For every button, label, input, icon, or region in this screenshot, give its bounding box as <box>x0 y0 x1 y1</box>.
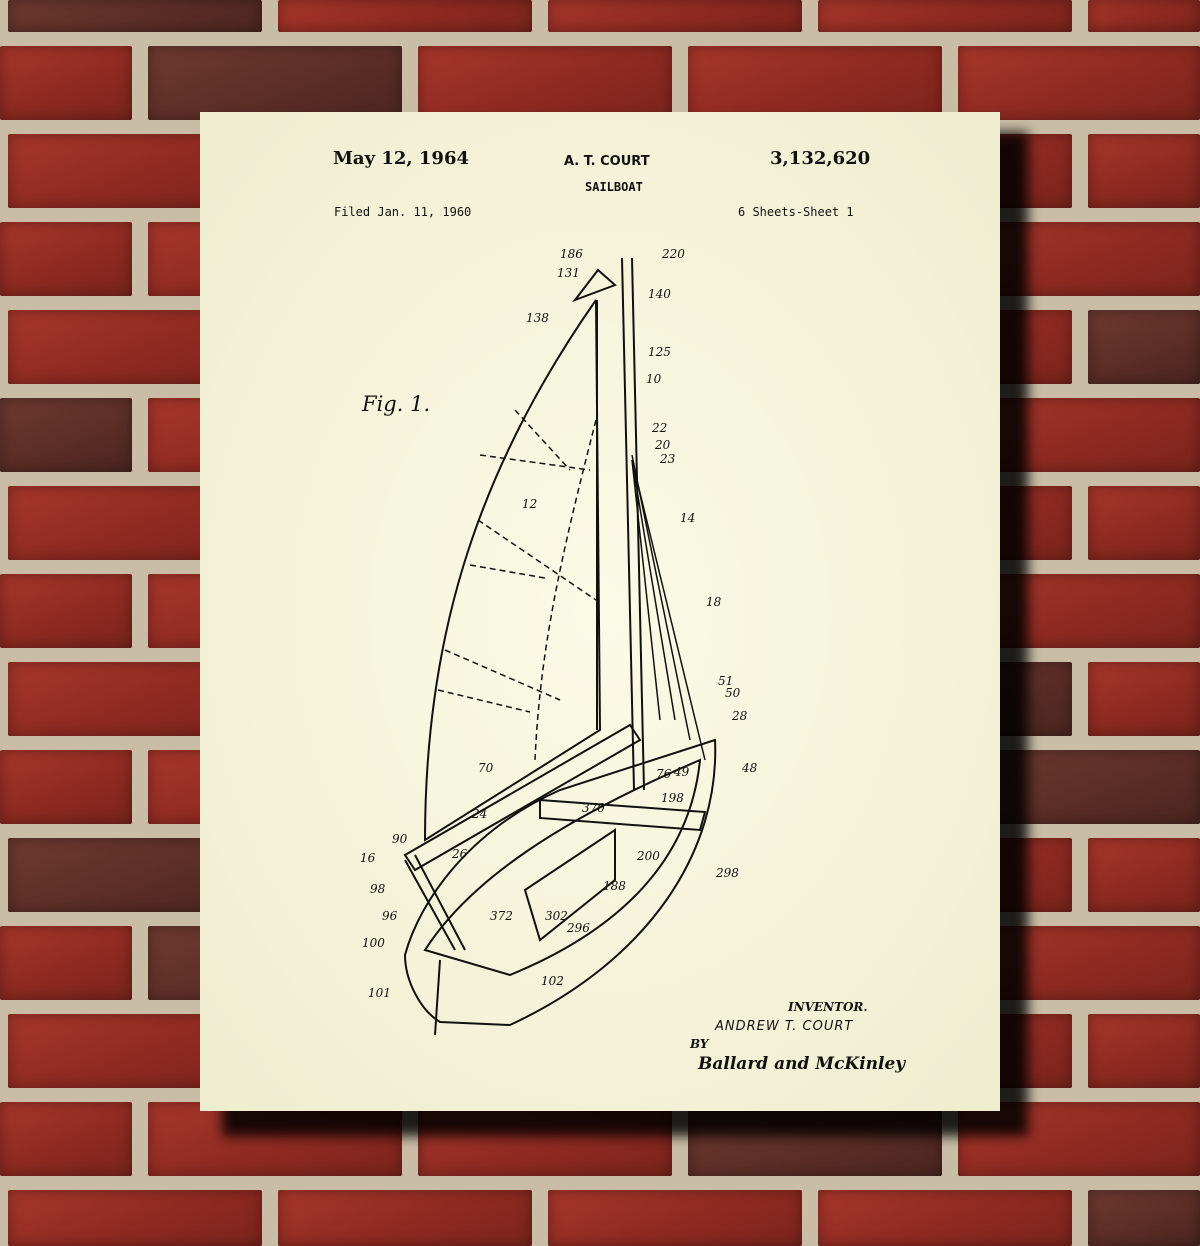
reference-numeral: 125 <box>648 345 671 359</box>
brick <box>8 0 262 32</box>
reference-numeral: 131 <box>557 266 580 280</box>
patent-date: May 12, 1964 <box>333 148 469 169</box>
brick <box>0 222 132 296</box>
brick <box>1088 486 1200 560</box>
reference-numeral: 51 <box>718 674 733 688</box>
reference-numeral: 370 <box>582 801 605 815</box>
reference-numeral: 138 <box>526 311 549 325</box>
inventor-name: ANDREW T. COURT <box>715 1019 854 1034</box>
brick <box>1088 1190 1200 1246</box>
pennant <box>572 268 617 303</box>
reference-numeral: 12 <box>522 497 537 511</box>
brick <box>1088 0 1200 32</box>
sail-battens <box>437 409 597 761</box>
reference-numeral: 96 <box>382 909 398 923</box>
reference-numeral: 90 <box>392 832 408 846</box>
reference-numeral: 10 <box>646 372 662 386</box>
figure-label: Fig. 1. <box>362 392 431 416</box>
tiller <box>404 854 466 1036</box>
brick <box>818 0 1072 32</box>
reference-numeral: 49 <box>673 765 690 779</box>
brick <box>1088 662 1200 736</box>
reference-numeral: 14 <box>680 511 695 525</box>
filed-date: Filed Jan. 11, 1960 <box>334 205 472 219</box>
reference-numeral: 76 <box>656 767 672 781</box>
brick <box>688 46 942 120</box>
reference-numeral: 20 <box>654 438 671 452</box>
patent-number: 3,132,620 <box>770 148 871 169</box>
brick <box>548 1190 802 1246</box>
reference-numeral: 48 <box>741 761 758 775</box>
boom <box>403 723 642 872</box>
brick <box>278 0 532 32</box>
brick <box>818 1190 1072 1246</box>
hull-inner <box>423 758 702 977</box>
inventor-label: INVENTOR. <box>788 1000 868 1014</box>
reference-numeral: 188 <box>603 879 626 893</box>
reference-numeral: 50 <box>725 686 741 700</box>
brick <box>418 46 672 120</box>
reference-numeral: 140 <box>648 287 671 301</box>
reference-numeral: 23 <box>659 452 676 466</box>
brick <box>0 1102 132 1176</box>
hull <box>403 738 717 1027</box>
reference-numeral: 22 <box>651 421 667 435</box>
reference-numeral: 24 <box>471 807 487 821</box>
sheet-count: 6 Sheets-Sheet 1 <box>738 205 854 219</box>
reference-numeral: 298 <box>715 866 739 880</box>
brick <box>958 46 1200 120</box>
centerboard-box <box>523 828 616 942</box>
reference-numeral: 200 <box>636 849 660 863</box>
reference-numeral: 186 <box>560 247 583 261</box>
reference-numeral: 372 <box>490 909 513 923</box>
reference-numeral: 101 <box>368 986 391 1000</box>
attorney-signature: Ballard and McKinley <box>698 1054 906 1074</box>
reference-numeral: 102 <box>541 974 564 988</box>
reference-numeral: 18 <box>706 595 722 609</box>
by-label: BY <box>690 1037 709 1051</box>
reference-numeral: 70 <box>478 761 494 775</box>
brick <box>1088 134 1200 208</box>
mast <box>621 257 645 791</box>
reference-numeral: 16 <box>360 851 376 865</box>
brick <box>8 1190 262 1246</box>
reference-numeral: 28 <box>731 709 748 723</box>
brick <box>0 398 132 472</box>
brick <box>548 0 802 32</box>
reference-numeral: 100 <box>362 936 385 950</box>
thwart <box>539 798 707 832</box>
sail <box>423 299 602 842</box>
reference-numeral: 198 <box>661 791 684 805</box>
brick <box>0 574 132 648</box>
reference-numeral: 26 <box>451 847 468 861</box>
brick <box>0 46 132 120</box>
brick <box>0 750 132 824</box>
inventor-short: A. T. COURT <box>564 154 650 169</box>
reference-numeral: 98 <box>370 882 386 896</box>
brick <box>1088 1014 1200 1088</box>
rigging <box>631 454 706 761</box>
brick <box>0 926 132 1000</box>
patent-poster: May 12, 1964 A. T. COURT 3,132,620 SAILB… <box>200 112 1000 1111</box>
reference-numeral: 296 <box>566 921 590 935</box>
brick <box>278 1190 532 1246</box>
brick <box>1088 310 1200 384</box>
reference-numeral: 220 <box>661 247 685 261</box>
patent-title: SAILBOAT <box>585 180 643 194</box>
brick <box>148 46 402 120</box>
reference-numeral: 302 <box>545 909 568 923</box>
brick <box>1088 838 1200 912</box>
